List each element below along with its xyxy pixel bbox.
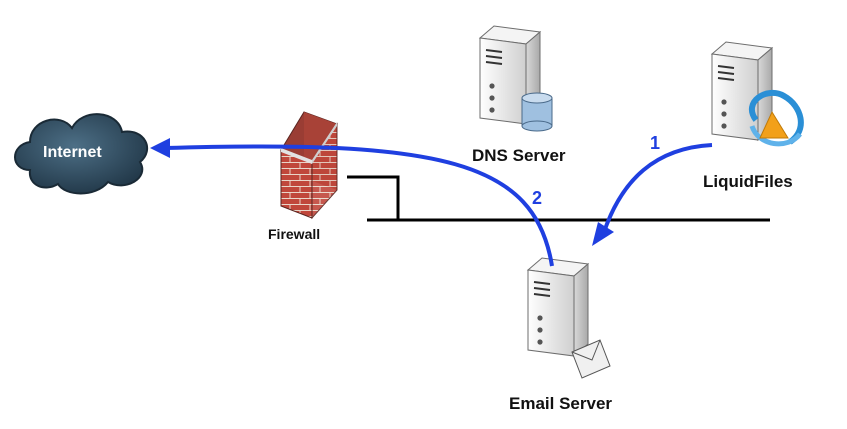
- step-2-label: 2: [532, 188, 543, 208]
- firewall-label: Firewall: [268, 226, 321, 242]
- email-server-icon: [527, 257, 611, 379]
- arrow-step-2: [150, 138, 554, 267]
- envelope-icon: [571, 339, 611, 379]
- internet-cloud-icon: [14, 113, 149, 195]
- step-1-label: 1: [650, 133, 661, 153]
- internet-label: Internet: [43, 144, 102, 161]
- liquidfiles-logo-icon: [748, 89, 804, 147]
- liquidfiles-server-icon: [711, 41, 804, 147]
- database-icon: [521, 92, 553, 132]
- dns-server-icon: [479, 25, 553, 132]
- firewall-icon: [280, 111, 338, 220]
- email-server-label: Email Server: [509, 394, 613, 413]
- liquidfiles-label: LiquidFiles: [703, 172, 793, 191]
- network-line: [347, 175, 770, 222]
- dns-server-label: DNS Server: [472, 146, 566, 165]
- arrow-step-1: [592, 143, 713, 246]
